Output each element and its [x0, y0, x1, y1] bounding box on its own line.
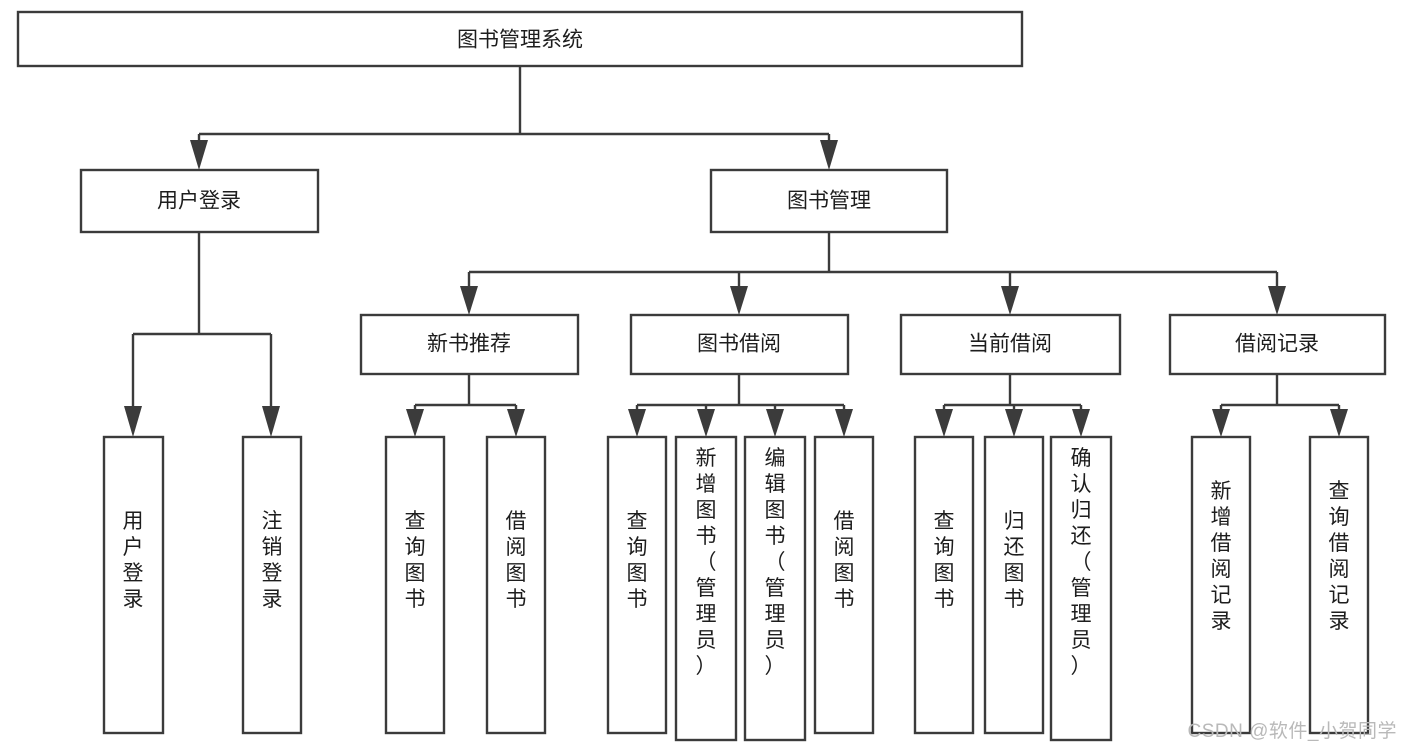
leaf-query-book-rec-label: 查询图书: [405, 510, 426, 611]
node-leaf-user-login[interactable]: 用户登录: [102, 435, 165, 735]
node-root[interactable]: 图书管理系统: [16, 10, 1024, 68]
book-manage-box[interactable]: [709, 168, 949, 234]
node-leaf-user-logout[interactable]: 注销登录: [241, 435, 303, 735]
user-login-label: 用户登录: [157, 190, 241, 213]
current-borrow-box[interactable]: [899, 313, 1122, 376]
leaf-query-book-borrow-box[interactable]: [606, 435, 668, 735]
book-borrow-box[interactable]: [629, 313, 850, 376]
arrow-to-user-login: [190, 140, 208, 170]
leaf-add-book-admin-label: 新增图书（管理员）: [696, 447, 717, 678]
leaf-query-book-cur-label: 查询图书: [934, 510, 955, 611]
arrow-to-leaf-borrow-book-rec: [507, 409, 525, 437]
arrow-to-new-book-recommend: [460, 286, 478, 315]
arrow-to-leaf-user-logout: [262, 406, 280, 437]
leaf-add-borrow-record-box[interactable]: [1190, 435, 1252, 735]
new-book-recommend-label: 新书推荐: [427, 333, 511, 356]
leaf-user-logout-box[interactable]: [241, 435, 303, 735]
leaf-query-book-cur-box[interactable]: [913, 435, 975, 735]
node-leaf-query-book-cur[interactable]: 查询图书: [913, 435, 975, 735]
book-borrow-label: 图书借阅: [697, 333, 781, 356]
leaf-query-borrow-record-label: 查询借阅记录: [1329, 480, 1350, 633]
root-box[interactable]: [16, 10, 1024, 68]
leaf-user-login-label: 用户登录: [123, 510, 144, 611]
arrow-to-book-manage: [820, 140, 838, 170]
node-leaf-add-book-admin[interactable]: 新增图书（管理员）: [674, 435, 738, 742]
arrow-to-leaf-query-borrow-record: [1330, 409, 1348, 437]
leaf-borrow-book-label: 借阅图书: [834, 510, 855, 611]
borrow-record-label: 借阅记录: [1235, 333, 1319, 356]
current-borrow-label: 当前借阅: [968, 333, 1052, 356]
arrow-to-leaf-confirm-return-admin: [1072, 409, 1090, 437]
arrow-to-leaf-query-book-borrow: [628, 409, 646, 437]
leaf-query-book-borrow-label: 查询图书: [627, 510, 648, 611]
arrow-to-book-borrow: [730, 286, 748, 315]
arrow-to-leaf-add-borrow-record: [1212, 409, 1230, 437]
leaf-borrow-book-rec-box[interactable]: [485, 435, 547, 735]
node-book-manage[interactable]: 图书管理: [709, 168, 949, 234]
leaf-edit-book-admin-label: 编辑图书（管理员）: [765, 447, 786, 678]
node-leaf-add-borrow-record[interactable]: 新增借阅记录: [1190, 435, 1252, 735]
user-login-box[interactable]: [79, 168, 320, 234]
arrow-to-leaf-query-book-rec: [406, 409, 424, 437]
leaf-add-book-admin-box[interactable]: [674, 435, 738, 742]
node-leaf-query-borrow-record[interactable]: 查询借阅记录: [1308, 435, 1370, 735]
node-book-borrow[interactable]: 图书借阅: [629, 313, 850, 376]
leaf-query-book-rec-box[interactable]: [384, 435, 446, 735]
leaf-edit-book-admin-box[interactable]: [743, 435, 807, 742]
arrow-to-leaf-add-book-admin: [697, 409, 715, 437]
arrow-to-leaf-user-login: [124, 406, 142, 437]
node-borrow-record[interactable]: 借阅记录: [1168, 313, 1387, 376]
node-leaf-confirm-return-admin[interactable]: 确认归还（管理员）: [1049, 435, 1113, 742]
node-current-borrow[interactable]: 当前借阅: [899, 313, 1122, 376]
book-manage-label: 图书管理: [787, 190, 871, 213]
node-leaf-return-book[interactable]: 归还图书: [983, 435, 1045, 735]
node-leaf-borrow-book-rec[interactable]: 借阅图书: [485, 435, 547, 735]
arrow-to-leaf-borrow-book: [835, 409, 853, 437]
leaf-return-book-box[interactable]: [983, 435, 1045, 735]
leaf-return-book-label: 归还图书: [1004, 510, 1025, 611]
leaf-add-borrow-record-label: 新增借阅记录: [1211, 480, 1232, 633]
node-leaf-query-book-borrow[interactable]: 查询图书: [606, 435, 668, 735]
node-leaf-edit-book-admin[interactable]: 编辑图书（管理员）: [743, 435, 807, 742]
new-book-recommend-box[interactable]: [359, 313, 580, 376]
node-leaf-borrow-book[interactable]: 借阅图书: [813, 435, 875, 735]
root-label: 图书管理系统: [457, 29, 583, 52]
borrow-record-box[interactable]: [1168, 313, 1387, 376]
leaf-borrow-book-box[interactable]: [813, 435, 875, 735]
leaf-user-login-box[interactable]: [102, 435, 165, 735]
node-leaf-query-book-rec[interactable]: 查询图书: [384, 435, 446, 735]
arrow-to-leaf-edit-book-admin: [766, 409, 784, 437]
arrow-to-leaf-query-book-cur: [935, 409, 953, 437]
connector-layer: [124, 66, 1348, 437]
arrow-to-leaf-return-book: [1005, 409, 1023, 437]
leaf-borrow-book-rec-label: 借阅图书: [506, 510, 527, 611]
node-new-book-recommend[interactable]: 新书推荐: [359, 313, 580, 376]
leaf-user-logout-label: 注销登录: [262, 510, 283, 611]
node-user-login[interactable]: 用户登录: [79, 168, 320, 234]
leaf-confirm-return-admin-label: 确认归还（管理员）: [1071, 447, 1092, 678]
arrow-to-borrow-record: [1268, 286, 1286, 315]
leaf-query-borrow-record-box[interactable]: [1308, 435, 1370, 735]
arrow-to-current-borrow: [1001, 286, 1019, 315]
leaf-confirm-return-admin-box[interactable]: [1049, 435, 1113, 742]
